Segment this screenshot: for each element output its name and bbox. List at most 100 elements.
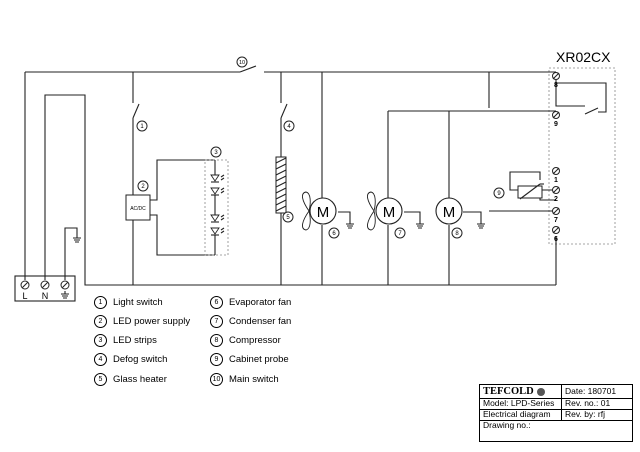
controller-terminal-2-label: 2 [554, 196, 558, 203]
legend-item: 6 Evaporator fan [210, 296, 291, 309]
controller-relay-contact [584, 107, 599, 115]
legend-number: 5 [94, 373, 107, 386]
led-power-supply-marker-num: 2 [141, 184, 145, 190]
led-supply-output-wires [150, 159, 215, 256]
controller-box [548, 67, 616, 245]
glass-heater-marker [282, 211, 294, 223]
main-switch-marker [236, 56, 248, 68]
controller-common-wire [488, 72, 607, 113]
condenser-fan-motor-label: M [383, 204, 396, 221]
rev-by-field: Rev. by: rfj [565, 409, 605, 419]
main-switch-marker-num: 10 [239, 60, 245, 66]
compressor-wire [448, 111, 482, 285]
legend-number: 9 [210, 353, 223, 366]
model-field: Model: LPD-Series [483, 398, 555, 408]
led-diode-2 [210, 187, 220, 195]
date-field: Date: 180701 [565, 386, 617, 396]
condenser-fan-marker [394, 227, 406, 239]
drawing-no-field: Drawing no.: [483, 420, 531, 430]
legend-label: Cabinet probe [229, 354, 289, 365]
legend-number: 3 [94, 334, 107, 347]
legend-item: 2 LED power supply [94, 315, 190, 328]
legend-number: 1 [94, 296, 107, 309]
evaporator-fan-wire [321, 72, 351, 285]
light-switch [132, 103, 140, 119]
condenser-fan-marker-num: 7 [398, 231, 402, 237]
legend-item: 4 Defog switch [94, 353, 167, 366]
led-power-supply-marker [137, 180, 149, 192]
defog-switch-marker-num: 4 [287, 124, 291, 130]
terminal-l-label: L [22, 291, 27, 301]
legend-label: Condenser fan [229, 316, 292, 327]
legend-item: 10 Main switch [210, 373, 279, 386]
led-strips-marker-num: 3 [214, 150, 218, 156]
controller-terminal-8-label: 8 [554, 82, 558, 89]
legend-number: 7 [210, 315, 223, 328]
legend-label: Defog switch [113, 354, 168, 365]
controller-model-label: XR02CX [556, 49, 611, 65]
legend-number: 8 [210, 334, 223, 347]
legend-label: LED power supply [113, 316, 191, 327]
legend-label: Evaporator fan [229, 297, 292, 308]
legend-item: 1 Light switch [94, 296, 163, 309]
legend-number: 6 [210, 296, 223, 309]
evaporator-fan-motor-label: M [317, 204, 330, 221]
led-strips-marker [210, 146, 222, 158]
controller-terminal-9-label: 9 [554, 121, 558, 128]
controller-terminal-7-label: 7 [554, 217, 558, 224]
cabinet-probe-marker-num: 9 [497, 191, 501, 197]
legend-number: 10 [210, 373, 223, 386]
controller-terminal-6-label: 6 [554, 236, 558, 243]
legend-item: 3 LED strips [94, 334, 157, 347]
title-block: TEFCOLD Date: 180701 Model: LPD-Series R… [479, 384, 633, 442]
condenser-fan-motor [375, 197, 403, 225]
doc-type-field: Electrical diagram [483, 409, 551, 419]
led-power-supply [125, 194, 151, 221]
rev-no-field: Rev. no.: 01 [565, 398, 611, 408]
led-diode-1 [210, 174, 220, 182]
terminal-n-label: N [42, 291, 49, 301]
legend-number: 2 [94, 315, 107, 328]
led-light-rays [220, 174, 225, 234]
compressor-marker-num: 8 [455, 231, 459, 237]
legend-item: 9 Cabinet probe [210, 353, 289, 366]
legend-label: Main switch [229, 374, 279, 385]
cabinet-probe-marker [493, 187, 505, 199]
supply-terminal-block [14, 275, 76, 302]
led-diode-4 [210, 227, 220, 235]
defog-switch-marker [283, 120, 295, 132]
controller-line-6-7 [489, 210, 557, 285]
legend-item: 7 Condenser fan [210, 315, 291, 328]
neutral-wire [44, 94, 556, 286]
earth-wire [64, 227, 78, 280]
evaporator-fan-marker [328, 227, 340, 239]
glass-heater-marker-num: 5 [286, 215, 290, 221]
led-strips-box [204, 159, 229, 256]
earth-small-symbol [73, 237, 81, 243]
legend-label: Glass heater [113, 374, 167, 385]
legend-label: Light switch [113, 297, 163, 308]
earth-symbol [61, 291, 69, 299]
compressor-motor [435, 197, 463, 225]
main-switch [239, 65, 257, 73]
condenser-fan-wire [387, 110, 556, 285]
compressor-motor-label: M [443, 204, 456, 221]
light-switch-marker-num: 1 [140, 124, 144, 130]
evaporator-fan-motor [309, 197, 337, 225]
brand-snowflake-icon [537, 387, 546, 396]
light-switch-marker [136, 120, 148, 132]
led-diode-3 [210, 214, 220, 222]
legend-label: Compressor [229, 335, 281, 346]
led-power-supply-label: AC/DC [130, 206, 146, 212]
legend-item: 5 Glass heater [94, 373, 167, 386]
brand-logo: TEFCOLD [483, 386, 534, 397]
defog-switch [280, 103, 288, 119]
compressor-marker [451, 227, 463, 239]
legend-number: 4 [94, 353, 107, 366]
evaporator-fan-blades [302, 191, 311, 231]
legend-label: LED strips [113, 335, 157, 346]
controller-terminal-1-label: 1 [554, 177, 558, 184]
legend-item: 8 Compressor [210, 334, 281, 347]
evaporator-fan-marker-num: 6 [332, 231, 336, 237]
